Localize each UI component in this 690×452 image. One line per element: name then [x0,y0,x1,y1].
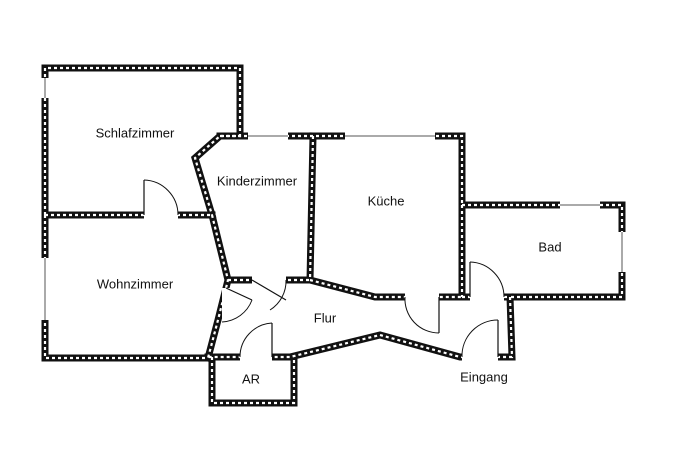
label-bad: Bad [538,239,561,254]
label-wohnzimmer: Wohnzimmer [97,276,174,291]
walls-hatch [43,66,624,405]
label-schlafzimmer: Schlafzimmer [96,125,175,140]
wall-eingang [204,293,516,361]
wall-top-middle [216,132,466,209]
door-wohnzimmer [225,287,253,301]
windows [41,78,626,320]
wall-left-block [41,64,244,220]
label-kueche: Küche [368,193,405,208]
door-kinderzimmer [251,279,287,301]
label-flur: Flur [314,310,337,325]
room-labels: Schlafzimmer Kinderzimmer Küche Bad Wohn… [96,125,562,386]
label-eingang: Eingang [460,369,508,384]
label-kinderzimmer: Kinderzimmer [217,173,298,188]
doors [143,179,505,361]
label-ar: AR [242,371,260,386]
wall-kueche-bottom [305,275,466,301]
walls [41,64,626,407]
wall-wohn-right [203,210,232,363]
